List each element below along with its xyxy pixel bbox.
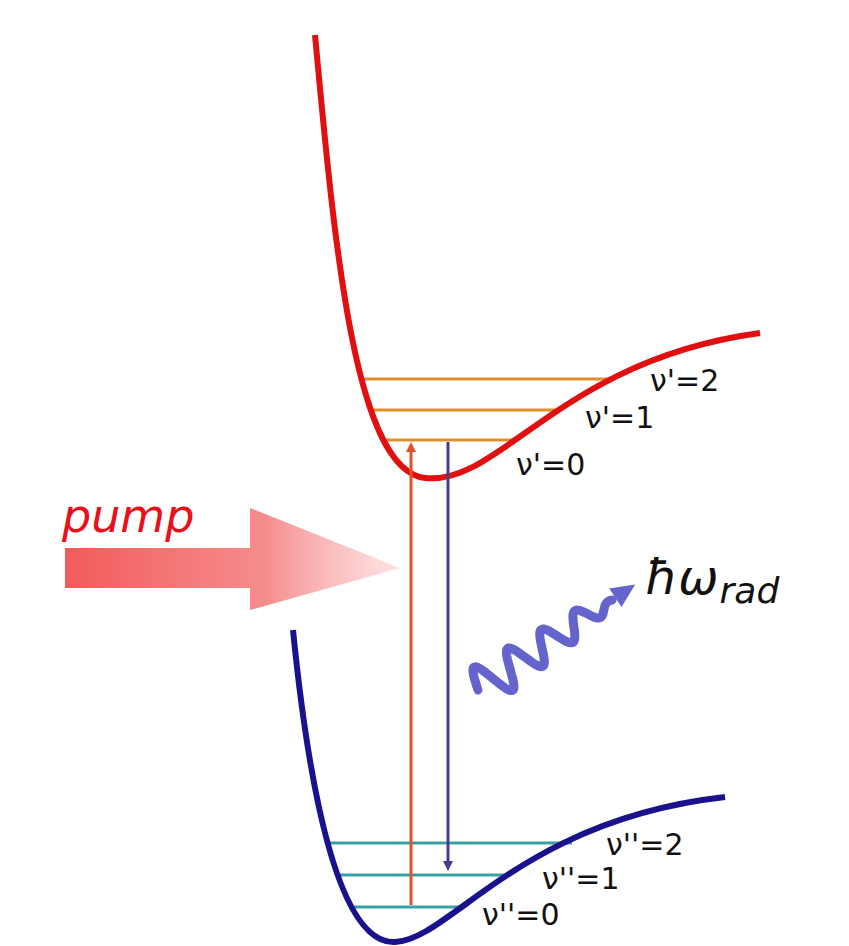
level-label: ν''=0 [482,900,559,930]
level-label: ν'=1 [585,403,654,433]
emission-arrow [447,442,450,866]
ground-levels [328,843,572,907]
excited-potential [315,35,760,478]
level-label: ν'=2 [650,366,719,396]
pump-label: pump [62,493,194,539]
photon-subscript: rad [720,573,780,609]
absorption-arrow [410,447,413,905]
photon-energy: ħω [645,553,719,601]
level-label: ν''=1 [542,864,619,894]
photon-wave [473,600,612,691]
excited-levels [362,379,614,440]
level-label: ν''=2 [606,830,683,860]
photon-arrowhead [609,584,635,607]
level-label: ν'=0 [516,450,585,480]
